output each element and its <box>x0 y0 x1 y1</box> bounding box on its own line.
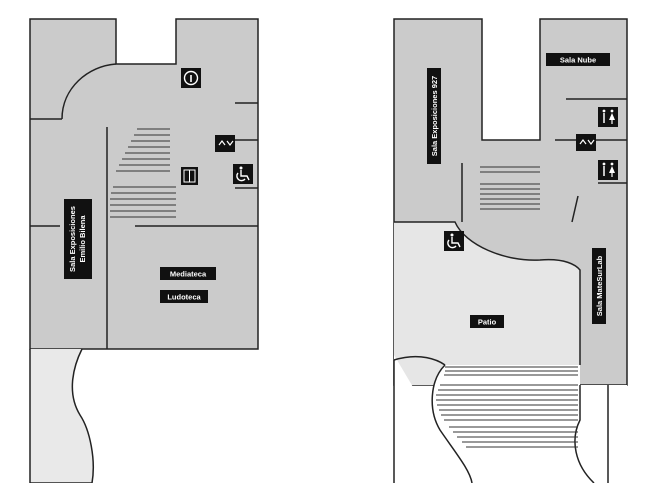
label-sala-exposiciones-emilio-bilena: Sala Exposiciones Emilio Bilena <box>64 199 92 279</box>
left-interior-walls <box>30 63 258 349</box>
elevator-icon <box>576 134 596 151</box>
label-patio: Patio <box>470 315 504 328</box>
elevator-icon <box>215 135 235 152</box>
right-outdoor-path <box>394 355 627 483</box>
right-outdoor-curve <box>393 355 446 366</box>
patio-outline <box>394 221 581 365</box>
restroom-icon <box>181 167 198 185</box>
label-sala-matesurlab-text: Sala MateSurLab <box>595 255 604 316</box>
restroom-icon <box>598 160 618 180</box>
left-building: Sala Exposiciones Emilio Bilena Mediatec… <box>29 18 259 483</box>
lower-right-stairs <box>436 366 578 448</box>
label-ludoteca-text: Ludoteca <box>167 293 201 302</box>
left-outdoor-path <box>29 348 95 483</box>
label-sala-matesurlab: Sala MateSurLab <box>592 248 606 324</box>
information-icon <box>181 68 201 88</box>
label-mediateca-text: Mediateca <box>170 270 207 279</box>
wheelchair-accessible-icon <box>444 231 464 251</box>
label-sala-exposiciones-927: Sala Exposiciones 927 <box>427 68 441 164</box>
label-sala-nube: Sala Nube <box>546 53 610 66</box>
right-building: Sala Nube Sala Exposiciones 927 Sala Mat… <box>393 18 628 483</box>
upper-right-stairs <box>480 166 540 210</box>
label-sala-nube-text: Sala Nube <box>560 56 596 65</box>
right-interior-walls <box>461 98 627 223</box>
left-building-floor <box>29 18 259 350</box>
left-stairs <box>110 128 176 218</box>
label-sala-exposiciones-line2: Emilio Bilena <box>78 215 87 263</box>
label-sala-exposiciones-927-text: Sala Exposiciones 927 <box>430 76 439 156</box>
patio-area <box>394 222 580 385</box>
label-sala-exposiciones-line1: Sala Exposiciones <box>68 206 77 272</box>
label-patio-text: Patio <box>478 318 497 327</box>
right-outdoor-outline <box>393 360 609 483</box>
restroom-icon <box>598 107 618 127</box>
wheelchair-accessible-icon <box>233 164 253 184</box>
label-mediateca: Mediateca <box>160 267 216 280</box>
label-ludoteca: Ludoteca <box>160 290 208 303</box>
